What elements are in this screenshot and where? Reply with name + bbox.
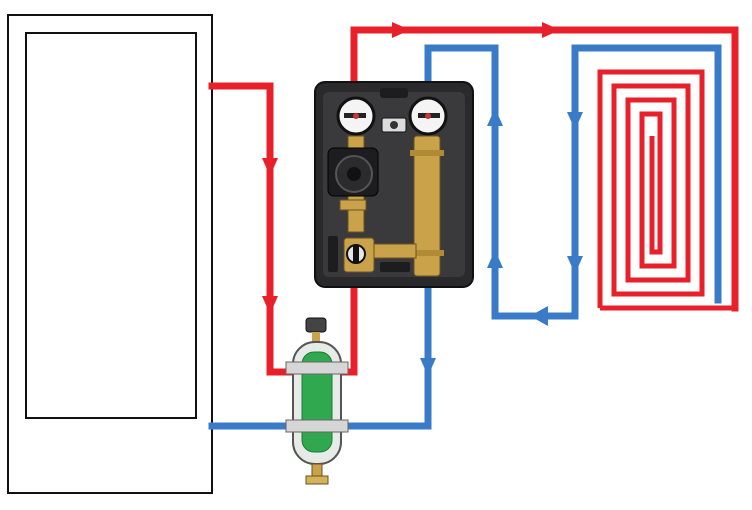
mixing-valve-icon [343,237,417,273]
triangle-arrow-icon [392,22,410,38]
triangle-arrow-icon [420,358,436,376]
triangle-arrow-icon [487,108,503,126]
triangle-arrow-icon [487,250,503,268]
circulator-pump-icon [327,147,379,211]
boiler-unit [7,14,213,494]
triangle-arrow-icon [542,22,560,38]
triangle-arrow-icon [567,112,583,130]
mixing-pump-station [314,81,474,288]
thermometer-gauge-icon [336,96,376,136]
triangle-arrow-icon [262,158,278,176]
boiler-return-pipe [208,281,432,430]
triangle-arrow-icon [262,296,278,314]
thermometer-gauge-icon [408,96,448,136]
underfloor-heating-coil [597,69,735,311]
triangle-arrow-icon [530,306,548,326]
hydraulic-separator [285,317,349,485]
triangle-arrow-icon [567,256,583,274]
